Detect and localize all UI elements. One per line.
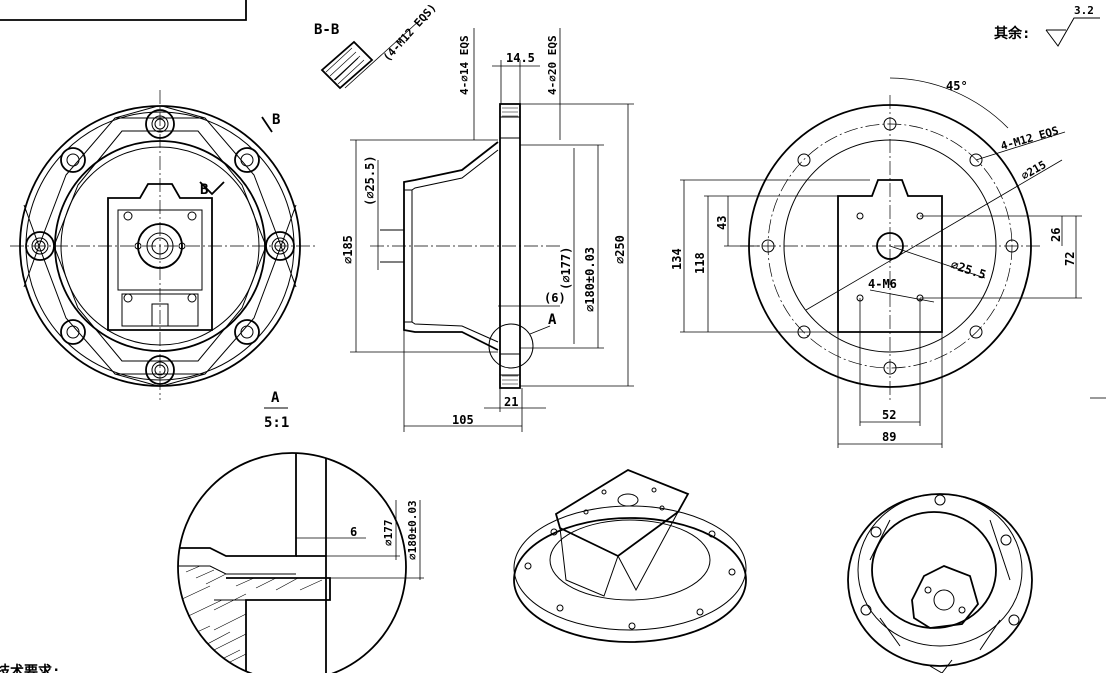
dim-w-89: 89 — [882, 430, 896, 444]
dim-d-180: ⌀180±0.03 — [583, 247, 597, 312]
detail-scale-label: 5:1 — [264, 415, 289, 431]
isometric-view-top — [513, 468, 747, 643]
dim-m6-holes: 4-M6 — [868, 277, 897, 291]
front-bolt-boss — [234, 319, 260, 345]
surface-note-prefix: 其余: — [994, 25, 1030, 42]
detail-dim-d177: ⌀177 — [382, 520, 395, 547]
dim-len-105: 105 — [452, 413, 474, 427]
section-marker-b-center: B — [200, 182, 208, 198]
front-view: B B A 5:1 — [10, 90, 315, 431]
detail-dim-d180: ⌀180±0.03 — [406, 500, 419, 560]
dim-m12-holes: 4-M12 EQS — [999, 124, 1060, 153]
dim-d-185: ⌀185 — [341, 235, 355, 264]
dim-d-25-5: ⌀25.5 — [949, 258, 988, 282]
front-bolt-boss — [145, 355, 175, 385]
dim-len-21: 21 — [504, 395, 518, 409]
dim-m12-section: (4-M12 EQS) — [381, 1, 439, 64]
dim-gap-6-ref: (6) — [544, 291, 566, 305]
side-section-view: A 4-⌀14 EQS 4-⌀20 EQS 14.5 ⌀185 (⌀25.5) … — [341, 28, 634, 432]
section-marker-b-top: B — [272, 112, 280, 128]
dim-h-26: 26 — [1049, 228, 1063, 242]
dim-d-25-5-ref: (⌀25.5) — [363, 155, 377, 206]
dim-d-215: ⌀215 — [1019, 158, 1048, 183]
dim-h-72: 72 — [1063, 252, 1077, 266]
dim-d-177-ref: (⌀177) — [559, 247, 573, 290]
front-bolt-boss — [234, 147, 260, 173]
front-bolt-boss — [145, 109, 175, 139]
dim-h-118: 118 — [693, 252, 707, 274]
dim-d-250: ⌀250 — [613, 235, 627, 264]
surface-roughness-note: 其余: 3.2 — [994, 4, 1100, 47]
section-bb-title: B-B — [314, 22, 339, 38]
dim-w-14-5: 14.5 — [506, 51, 535, 65]
technical-requirements-heading: 技术要求: — [0, 663, 60, 673]
section-bb-detail: B-B (4-M12 EQS) — [314, 1, 439, 90]
isometric-view-bottom — [847, 493, 1033, 673]
front-bolt-boss — [60, 147, 86, 173]
title-block-fragment — [0, 0, 247, 21]
dim-holes-20: 4-⌀20 EQS — [546, 35, 559, 95]
dim-w-52: 52 — [882, 408, 896, 422]
dim-holes-14: 4-⌀14 EQS — [458, 35, 471, 95]
detail-a-view: 6 ⌀177 ⌀180±0.03 — [177, 452, 424, 673]
front-bolt-boss — [265, 231, 295, 261]
detail-a-callout: A — [548, 312, 557, 328]
dim-h-43: 43 — [715, 216, 729, 230]
rear-view: 45° 4-M12 EQS ⌀215 ⌀25.5 4-M6 134 118 43… — [670, 77, 1106, 448]
detail-marker-label: A — [271, 390, 280, 406]
dim-angle-45: 45° — [946, 79, 968, 93]
detail-dim-6: 6 — [350, 525, 357, 539]
front-bolt-boss — [60, 319, 86, 345]
dim-h-134: 134 — [670, 248, 684, 270]
front-bolt-boss — [25, 231, 55, 261]
surface-roughness-value: 3.2 — [1074, 4, 1094, 17]
